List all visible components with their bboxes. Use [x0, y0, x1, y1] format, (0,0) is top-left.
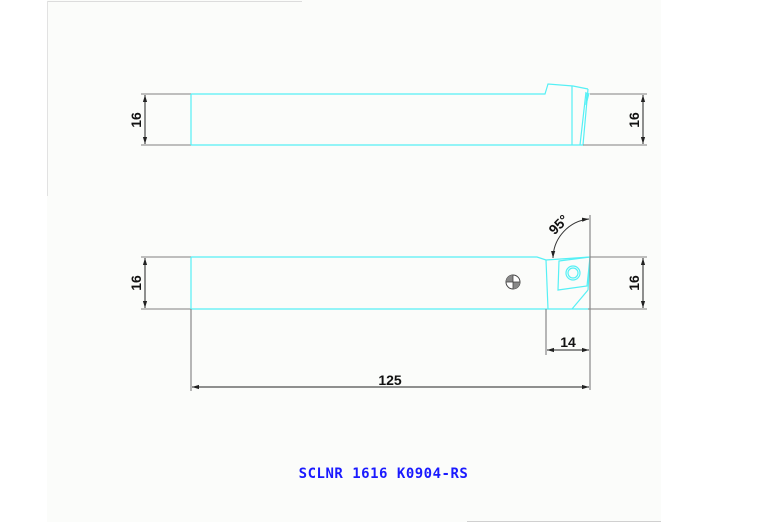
center-mark-icon: [505, 274, 521, 290]
side-left-height-dim: 16: [128, 275, 144, 291]
sheet-border-top: [47, 1, 302, 2]
sheet-border-left: [47, 1, 48, 196]
part-number-caption: SCLNR 1616 K0904-RS: [298, 466, 469, 482]
angle-dim: 95°: [545, 211, 571, 237]
top-view: [141, 83, 647, 146]
side-view: [141, 215, 647, 391]
top-right-height-dim: 16: [626, 112, 642, 128]
insert-length-dim: 14: [560, 334, 576, 350]
sheet-border-bottom: [467, 521, 661, 522]
overall-length-dim: 125: [378, 372, 402, 388]
top-left-height-dim: 16: [128, 112, 144, 128]
side-right-height-dim: 16: [626, 275, 642, 291]
